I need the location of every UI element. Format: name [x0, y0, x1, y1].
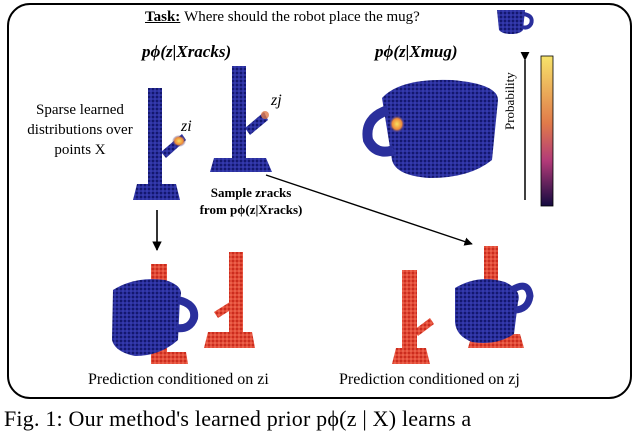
sample-line-1: Sample zracks [210, 185, 292, 200]
task-label: Task: [145, 9, 181, 25]
rack-blue-left [133, 88, 186, 200]
hotspot-zi [172, 135, 186, 147]
red-rack-3 [392, 270, 434, 364]
colorbar [520, 51, 554, 207]
mug-icon [497, 10, 534, 34]
rack-blue-middle [210, 66, 272, 172]
figure-caption: Fig. 1: Our method's learned prior pϕ(z … [4, 406, 472, 431]
prediction-label-j: Prediction conditioned on zj [339, 371, 520, 388]
label-prior-racks: pϕ(z|Xracks) [142, 42, 232, 61]
sample-label: Sample zracks from pϕ(z|Xracks) [186, 184, 316, 218]
prediction-j-scene [455, 246, 534, 348]
label-zj: zj [271, 92, 282, 109]
task-question: Where should the robot place the mug? [184, 9, 420, 25]
label-zi: zi [181, 118, 192, 135]
task-title: Task: Where should the robot place the m… [145, 9, 420, 26]
arrow-diagonal [265, 174, 473, 246]
red-rack-2 [204, 252, 255, 348]
figure-frame [7, 3, 632, 399]
colorbar-label: Probability [502, 72, 517, 130]
label-prior-mug: pϕ(z|Xmug) [375, 42, 458, 61]
mug-blue [362, 79, 498, 178]
hotspot-mug [389, 115, 405, 133]
sample-line-2: from pϕ(z|Xracks) [199, 202, 303, 217]
prediction-i-scene [112, 264, 199, 364]
prediction-label-i: Prediction conditioned on zi [88, 371, 269, 388]
sparse-distributions-label: Sparse learned distributions over points… [27, 102, 133, 158]
